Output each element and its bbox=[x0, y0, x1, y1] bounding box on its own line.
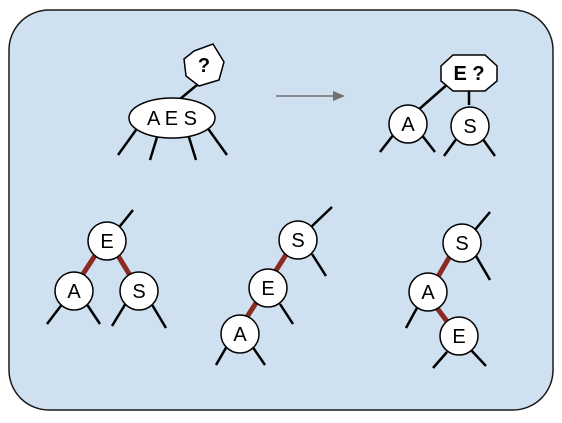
edge bbox=[432, 351, 448, 369]
four-node-ellipse bbox=[128, 97, 216, 139]
child-link bbox=[379, 133, 395, 153]
red-link bbox=[272, 251, 290, 274]
edge bbox=[250, 345, 267, 366]
edge bbox=[214, 345, 229, 366]
child-link bbox=[442, 137, 459, 157]
tree-node bbox=[442, 223, 482, 263]
node-label: A bbox=[233, 324, 247, 346]
tree-node bbox=[450, 106, 490, 146]
parent-label: ? bbox=[198, 55, 210, 77]
edge bbox=[310, 253, 328, 277]
edge bbox=[46, 302, 64, 325]
tree-node bbox=[220, 314, 260, 354]
red-link bbox=[78, 252, 99, 279]
node-label: E bbox=[100, 231, 113, 253]
tree-node bbox=[278, 220, 318, 260]
arrow-head bbox=[333, 91, 345, 101]
edge bbox=[473, 211, 491, 232]
child-link bbox=[148, 133, 160, 161]
tree-node bbox=[248, 268, 288, 308]
edge bbox=[149, 302, 168, 329]
edge bbox=[474, 255, 492, 281]
encoding-zigzag: S A E bbox=[404, 211, 492, 369]
four-node-before: ? A E S bbox=[116, 43, 229, 161]
edge bbox=[404, 305, 420, 329]
encoding-balanced: E A S bbox=[46, 209, 168, 329]
node-label: E bbox=[452, 326, 465, 348]
transform-arrow bbox=[276, 91, 345, 101]
node-label: S bbox=[132, 281, 145, 303]
tree-node bbox=[408, 272, 448, 312]
link-parent-to-a bbox=[416, 82, 450, 112]
tree-node bbox=[388, 104, 428, 144]
four-node-keys: A E S bbox=[147, 108, 197, 130]
tree-node bbox=[439, 316, 479, 356]
encoding-left-chain: S E A bbox=[214, 206, 333, 366]
edge bbox=[110, 302, 128, 327]
node-label: S bbox=[455, 233, 468, 255]
node-label: A bbox=[421, 282, 435, 304]
tree-node bbox=[119, 271, 159, 311]
child-link bbox=[420, 133, 436, 153]
node-label: S bbox=[291, 230, 304, 252]
four-node-after: E ? A S bbox=[379, 54, 498, 157]
parent-label: E ? bbox=[453, 63, 484, 85]
parent-octagon-node bbox=[183, 43, 225, 87]
child-link bbox=[480, 137, 497, 157]
tree-node bbox=[54, 271, 94, 311]
node-label: A bbox=[401, 114, 415, 136]
red-link bbox=[114, 252, 134, 279]
tree-node bbox=[87, 221, 127, 261]
child-link bbox=[186, 133, 198, 161]
edge bbox=[278, 303, 295, 325]
edge bbox=[309, 206, 333, 229]
node-label: S bbox=[463, 116, 476, 138]
edge bbox=[84, 302, 102, 325]
parent-octagon-node bbox=[440, 54, 498, 92]
node-label: E bbox=[261, 278, 274, 300]
node-label: A bbox=[67, 281, 81, 303]
edge bbox=[470, 349, 487, 367]
